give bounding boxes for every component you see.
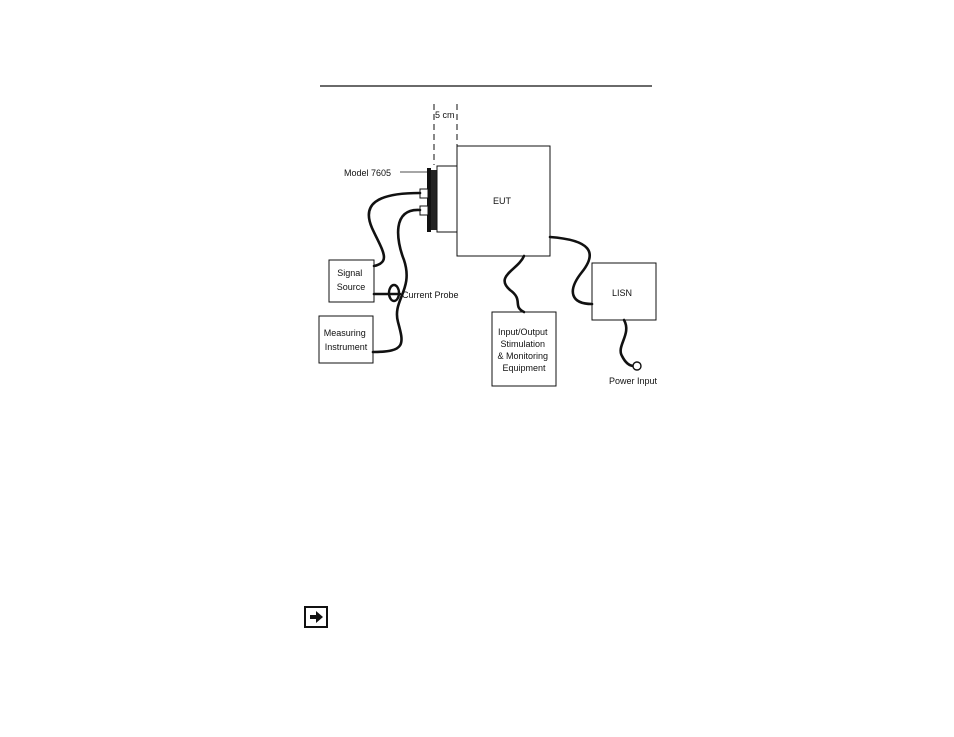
io-line-3: & Monitoring xyxy=(497,351,548,361)
power-input-label: Power Input xyxy=(609,376,658,386)
signal-source-line-1: Signal xyxy=(337,268,362,278)
power-input-plug xyxy=(633,362,641,370)
arrow-right-icon xyxy=(305,607,327,627)
signal-source-line-2: Source xyxy=(337,282,366,292)
cable-lisn-to-power xyxy=(621,320,634,366)
io-equipment-box xyxy=(492,312,556,386)
measuring-line-1: Measuring xyxy=(324,328,366,338)
cable-fixture-to-measuring xyxy=(373,210,420,352)
io-line-1: Input/Output xyxy=(498,327,548,337)
io-line-2: Stimulation xyxy=(500,339,545,349)
model-7605-fixture xyxy=(420,166,457,232)
lisn-label: LISN xyxy=(612,288,632,298)
measuring-line-2: Instrument xyxy=(325,342,368,352)
gap-label: 5 cm xyxy=(435,110,455,120)
model-label: Model 7605 xyxy=(344,168,391,178)
io-line-4: Equipment xyxy=(502,363,546,373)
cable-eut-to-io xyxy=(505,256,524,312)
eut-label: EUT xyxy=(493,196,512,206)
cable-signal-to-fixture xyxy=(369,193,420,266)
signal-source-box xyxy=(329,260,374,302)
current-probe-label: Current Probe xyxy=(402,290,459,300)
measuring-instrument-box xyxy=(319,316,373,363)
cable-eut-to-lisn xyxy=(550,237,592,304)
